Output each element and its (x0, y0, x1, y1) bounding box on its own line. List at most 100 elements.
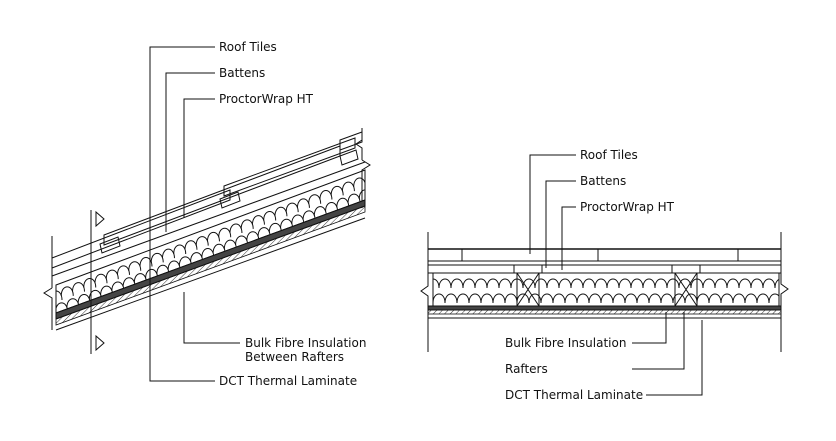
flat-label-battens: Battens (580, 174, 626, 188)
insulation-fibre-loop (302, 210, 316, 220)
insulation-fibre-loop (251, 215, 265, 225)
flat-label-bulk: Bulk Fibre Insulation (505, 336, 626, 350)
insulation-fibre-loop (762, 278, 776, 289)
insulation-fibre-loop (60, 286, 74, 296)
insulation-fibre-loop (642, 278, 656, 289)
insulation-fibre-loop (474, 278, 488, 289)
insulation-fibre-loop (540, 293, 554, 304)
insulation-fibre-loop (726, 278, 740, 289)
pitched-label-battens: Battens (219, 66, 265, 80)
pitched-roof-tiles (51, 131, 363, 269)
flat-dct-thermal-laminate (427, 305, 782, 319)
insulation-fibre-loop (654, 278, 668, 289)
insulation-fibre-loop (280, 218, 294, 229)
insulation-fibre-loop (223, 239, 237, 250)
insulation-fibre-loop (456, 293, 470, 304)
insulation-fibre-loop (486, 278, 500, 289)
insulation-fibre-loop (594, 278, 608, 289)
insulation-fibre-loop (666, 278, 680, 289)
insulation-fibre-loop (732, 293, 746, 304)
insulation-fibre-loop (558, 278, 572, 289)
insulation-fibre-loop (268, 222, 282, 233)
insulation-fibre-loop (173, 244, 187, 254)
insulation-fibre-loop (212, 243, 226, 254)
flat-label-rafters: Rafters (505, 362, 548, 376)
insulation-fibre-loop (534, 278, 548, 289)
insulation-fibre-loop (552, 293, 566, 304)
pitched-bulk-insulation (55, 169, 366, 314)
insulation-fibre-loop (702, 278, 716, 289)
insulation-fibre-loop (336, 197, 350, 208)
insulation-fibre-loop (240, 219, 254, 229)
flat-battens (513, 264, 701, 274)
insulation-fibre-loop (296, 198, 310, 208)
insulation-fibre-loop (768, 293, 779, 304)
flat-right-break-line (780, 232, 789, 352)
insulation-fibre-loop (696, 293, 710, 304)
flat-label-proctorwrap: ProctorWrap HT (580, 200, 675, 214)
insulation-fibre-loop (364, 173, 365, 183)
insulation-fibre-loop (195, 236, 209, 246)
insulation-fibre-loop (684, 293, 698, 304)
insulation-fibre-loop (744, 293, 758, 304)
insulation-fibre-loop (618, 278, 632, 289)
insulation-fibre-loop (229, 223, 243, 234)
insulation-fibre-loop (257, 227, 271, 237)
insulation-fibre-loop (325, 201, 339, 212)
insulation-fibre-loop (235, 235, 249, 245)
insulation-fibre-loop (504, 293, 518, 304)
insulation-fibre-loop (612, 293, 626, 304)
insulation-fibre-loop (480, 293, 494, 304)
insulation-fibre-loop (750, 278, 764, 289)
insulation-fibre-loop (522, 278, 536, 289)
insulation-fibre-loop (218, 227, 232, 238)
insulation-fibre-loop (576, 293, 590, 304)
insulation-fibre-loop (353, 177, 365, 188)
insulation-fibre-loop (347, 193, 361, 204)
insulation-fibre-loop (206, 231, 220, 242)
insulation-fibre-loop (150, 252, 164, 263)
insulation-fibre-loop (184, 240, 198, 250)
insulation-fibre-loop (708, 293, 722, 304)
insulation-fibre-loop (498, 278, 512, 289)
insulation-fibre-loop (606, 278, 620, 289)
insulation-fibre-loop (330, 185, 344, 196)
insulation-fibre-loop (308, 194, 322, 204)
insulation-fibre-loop (648, 293, 662, 304)
flat-label-dct: DCT Thermal Laminate (505, 388, 643, 402)
insulation-fibre-loop (756, 293, 770, 304)
pitched-label-roof-tiles: Roof Tiles (219, 40, 277, 54)
insulation-fibre-loop (433, 293, 446, 304)
insulation-fibre-loop (246, 231, 260, 241)
flat-left-break-line (420, 232, 429, 352)
insulation-fibre-loop (600, 293, 614, 304)
insulation-fibre-loop (720, 293, 734, 304)
insulation-fibre-loop (714, 278, 728, 289)
insulation-fibre-loop (588, 293, 602, 304)
insulation-fibre-loop (630, 278, 644, 289)
insulation-fibre-loop (139, 257, 153, 267)
insulation-fibre-loop (263, 210, 277, 221)
insulation-fibre-loop (636, 293, 650, 304)
insulation-fibre-loop (313, 206, 327, 216)
insulation-fibre-loop (433, 278, 440, 289)
insulation-fibre-loop (672, 293, 686, 304)
insulation-fibre-loop (444, 293, 458, 304)
flat-leader-lines (529, 154, 703, 396)
insulation-fibre-loop (105, 269, 119, 280)
insulation-fibre-loop (564, 293, 578, 304)
insulation-fibre-loop (291, 214, 305, 225)
insulation-fibre-loop (570, 278, 584, 289)
insulation-fibre-loop (161, 248, 175, 259)
insulation-fibre-loop (678, 278, 692, 289)
insulation-fibre-loop (341, 181, 355, 192)
pitched-label-bulk-line1: Bulk Fibre Insulation (245, 336, 366, 350)
flat-rafters (516, 272, 698, 307)
insulation-fibre-loop (624, 293, 638, 304)
pitched-label-dct: DCT Thermal Laminate (219, 374, 357, 388)
insulation-fibre-loop (274, 206, 288, 217)
pitched-rafter-markers (90, 210, 105, 354)
insulation-fibre-loop (71, 282, 85, 292)
